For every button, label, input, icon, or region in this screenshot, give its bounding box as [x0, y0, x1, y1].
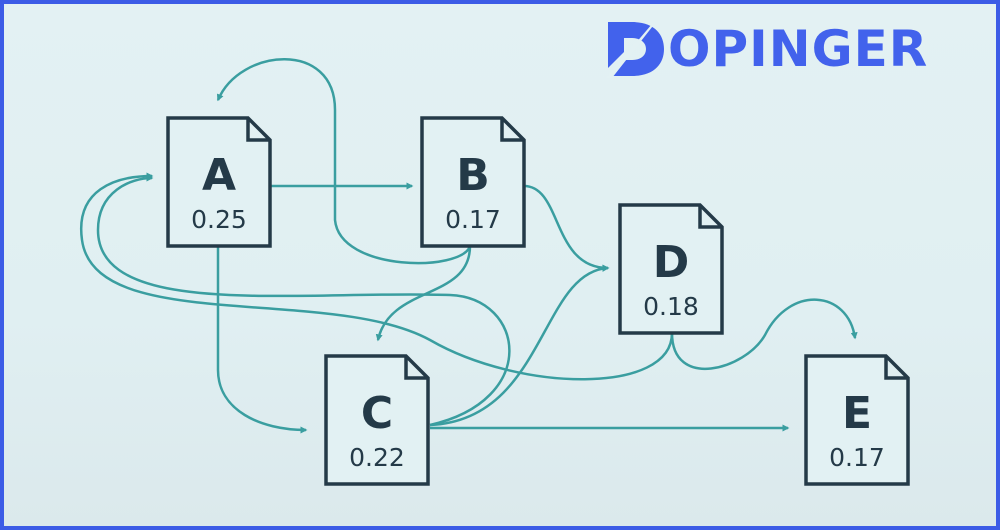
node-rank-value: 0.17 [829, 443, 885, 472]
logo-d-icon [606, 22, 664, 78]
node-label: C [361, 388, 393, 439]
page-node-c: C 0.22 [324, 354, 430, 486]
edge-c-to-a [96, 174, 511, 427]
page-node-d: D 0.18 [618, 203, 724, 335]
edge-d-to-a [79, 172, 674, 381]
edge-b-to-d [523, 184, 610, 272]
document-icon [420, 116, 526, 248]
node-rank-value: 0.17 [445, 205, 501, 234]
edge-a-to-c [216, 246, 308, 434]
node-rank-value: 0.22 [349, 443, 405, 472]
edge-d-to-e [670, 298, 858, 370]
node-rank-value: 0.25 [191, 205, 247, 234]
edge-b-to-a [216, 58, 472, 265]
edge-c-to-d [429, 264, 610, 427]
node-label: A [202, 150, 236, 201]
page-node-e: E 0.17 [804, 354, 910, 486]
dopinger-logo: OPINGER [606, 16, 928, 82]
document-icon [166, 116, 272, 248]
node-label: E [842, 388, 872, 439]
node-label: D [653, 237, 690, 288]
document-icon [804, 354, 910, 486]
document-icon [618, 203, 724, 335]
document-icon [324, 354, 430, 486]
page-node-b: B 0.17 [420, 116, 526, 248]
node-label: B [456, 150, 490, 201]
node-rank-value: 0.18 [643, 292, 699, 321]
page-node-a: A 0.25 [166, 116, 272, 248]
